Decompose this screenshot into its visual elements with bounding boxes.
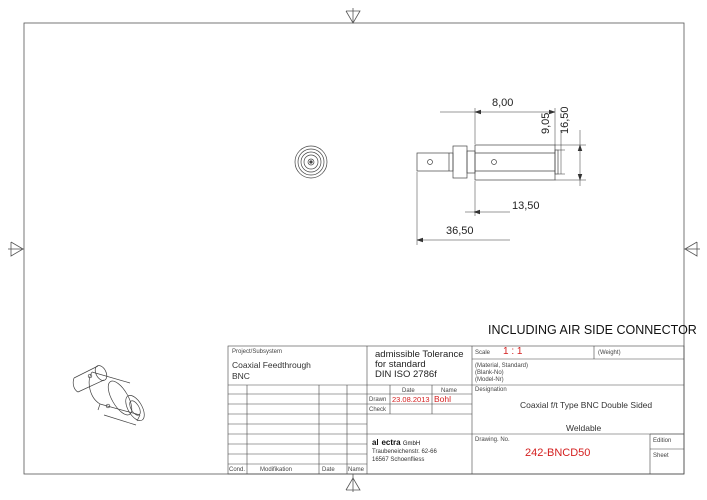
designation-label: Designation	[475, 387, 507, 393]
company-logo-bar	[377, 439, 380, 445]
drawn-name: Bohl	[434, 394, 452, 404]
designation-value: Coaxial f/t Type BNC Double Sided	[520, 400, 653, 410]
note-air-side-connector: INCLUDING AIR SIDE CONNECTOR	[488, 323, 697, 337]
modification-label: Modifikation	[260, 467, 293, 473]
title-block-grid	[227, 345, 685, 475]
dimension-8-00: 8,00	[492, 97, 514, 109]
model-label: (Model-Nr)	[475, 377, 504, 383]
tolerance-line3: DIN ISO 2786f	[375, 369, 437, 380]
project-line2: BNC	[232, 371, 250, 381]
drawing-no-value: 242-BNCD50	[525, 447, 591, 459]
cond-label: Cond.	[229, 467, 246, 473]
dimension-lines	[416, 108, 586, 245]
company-street: Traubeneichenstr. 62-66	[372, 449, 437, 455]
project-line1: Coaxial Feedthrough	[232, 360, 311, 370]
check-label: Check	[369, 407, 387, 413]
front-view	[294, 145, 328, 179]
dimension-13-50: 13,50	[512, 200, 540, 212]
weight-label: (Weight)	[598, 350, 621, 356]
company-suffix: GmbH	[402, 441, 421, 447]
designation-value2: Weldable	[566, 423, 602, 433]
dimension-9-05: 9,05	[540, 112, 552, 134]
scale-label: Scale	[475, 350, 491, 356]
modification-date-label: Date	[322, 467, 335, 473]
material-label: (Material, Standard)	[475, 363, 529, 369]
side-view	[416, 144, 559, 181]
drawn-date: 23.08.2013	[392, 395, 430, 404]
scale-value: 1 : 1	[503, 346, 523, 357]
tolerance-line2: for standard	[375, 359, 426, 370]
dimension-16-50: 16,50	[559, 106, 571, 134]
drawing-no-label: Drawing. No.	[475, 437, 510, 443]
isometric-view	[72, 365, 145, 426]
company-logo-a: a	[372, 438, 377, 447]
centering-marks	[8, 8, 700, 492]
company-city: 16567 Schoenfliess	[372, 457, 425, 463]
tolerance-line1: admissible Tolerance	[375, 349, 464, 360]
blank-label: (Blank-No)	[475, 370, 504, 376]
company-logo-rest: ectra	[381, 438, 401, 447]
project-label: Project/Subsystem	[232, 349, 283, 355]
modification-name-label: Name	[348, 467, 365, 473]
sheet-label: Sheet	[653, 453, 669, 459]
dimension-36-50: 36,50	[446, 225, 474, 237]
edition-label: Edition	[653, 438, 672, 444]
date-header: Date	[402, 388, 415, 394]
drawn-label: Drawn	[369, 397, 387, 403]
name-header: Name	[441, 388, 458, 394]
